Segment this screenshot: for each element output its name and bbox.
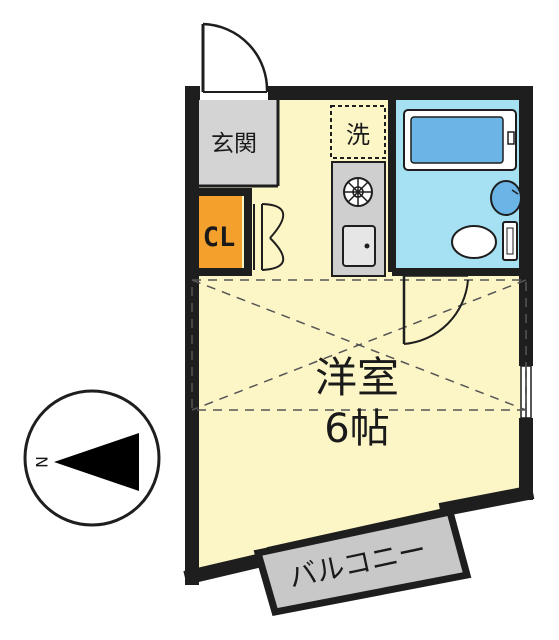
balcony: バルコニー [253, 507, 472, 617]
toilet-icon [451, 221, 518, 261]
gas-stove-icon [343, 177, 373, 207]
washer-label: 洗 [346, 121, 370, 149]
closet-floor [192, 196, 242, 268]
washbasin-icon [490, 180, 522, 216]
room-dashed-lines [191, 279, 527, 411]
western-room-label: 洋室 [315, 353, 399, 402]
bathroom-door-icon [402, 274, 469, 345]
compass-north-label: N [33, 456, 52, 468]
entrance-label: 玄関 [211, 131, 257, 157]
entrance-door-icon [201, 22, 269, 93]
interior-walls [192, 100, 530, 276]
washer-space: 洗 [330, 105, 386, 159]
closet-label: CL [203, 222, 236, 253]
compass-icon: N [23, 389, 161, 527]
closet-doors-icon [253, 203, 285, 271]
room-size-label: 6帖 [324, 406, 389, 452]
sink-icon [342, 225, 376, 267]
entrance-floor [192, 100, 278, 186]
bathtub-icon [403, 109, 517, 171]
kitchen-counter [331, 161, 386, 277]
